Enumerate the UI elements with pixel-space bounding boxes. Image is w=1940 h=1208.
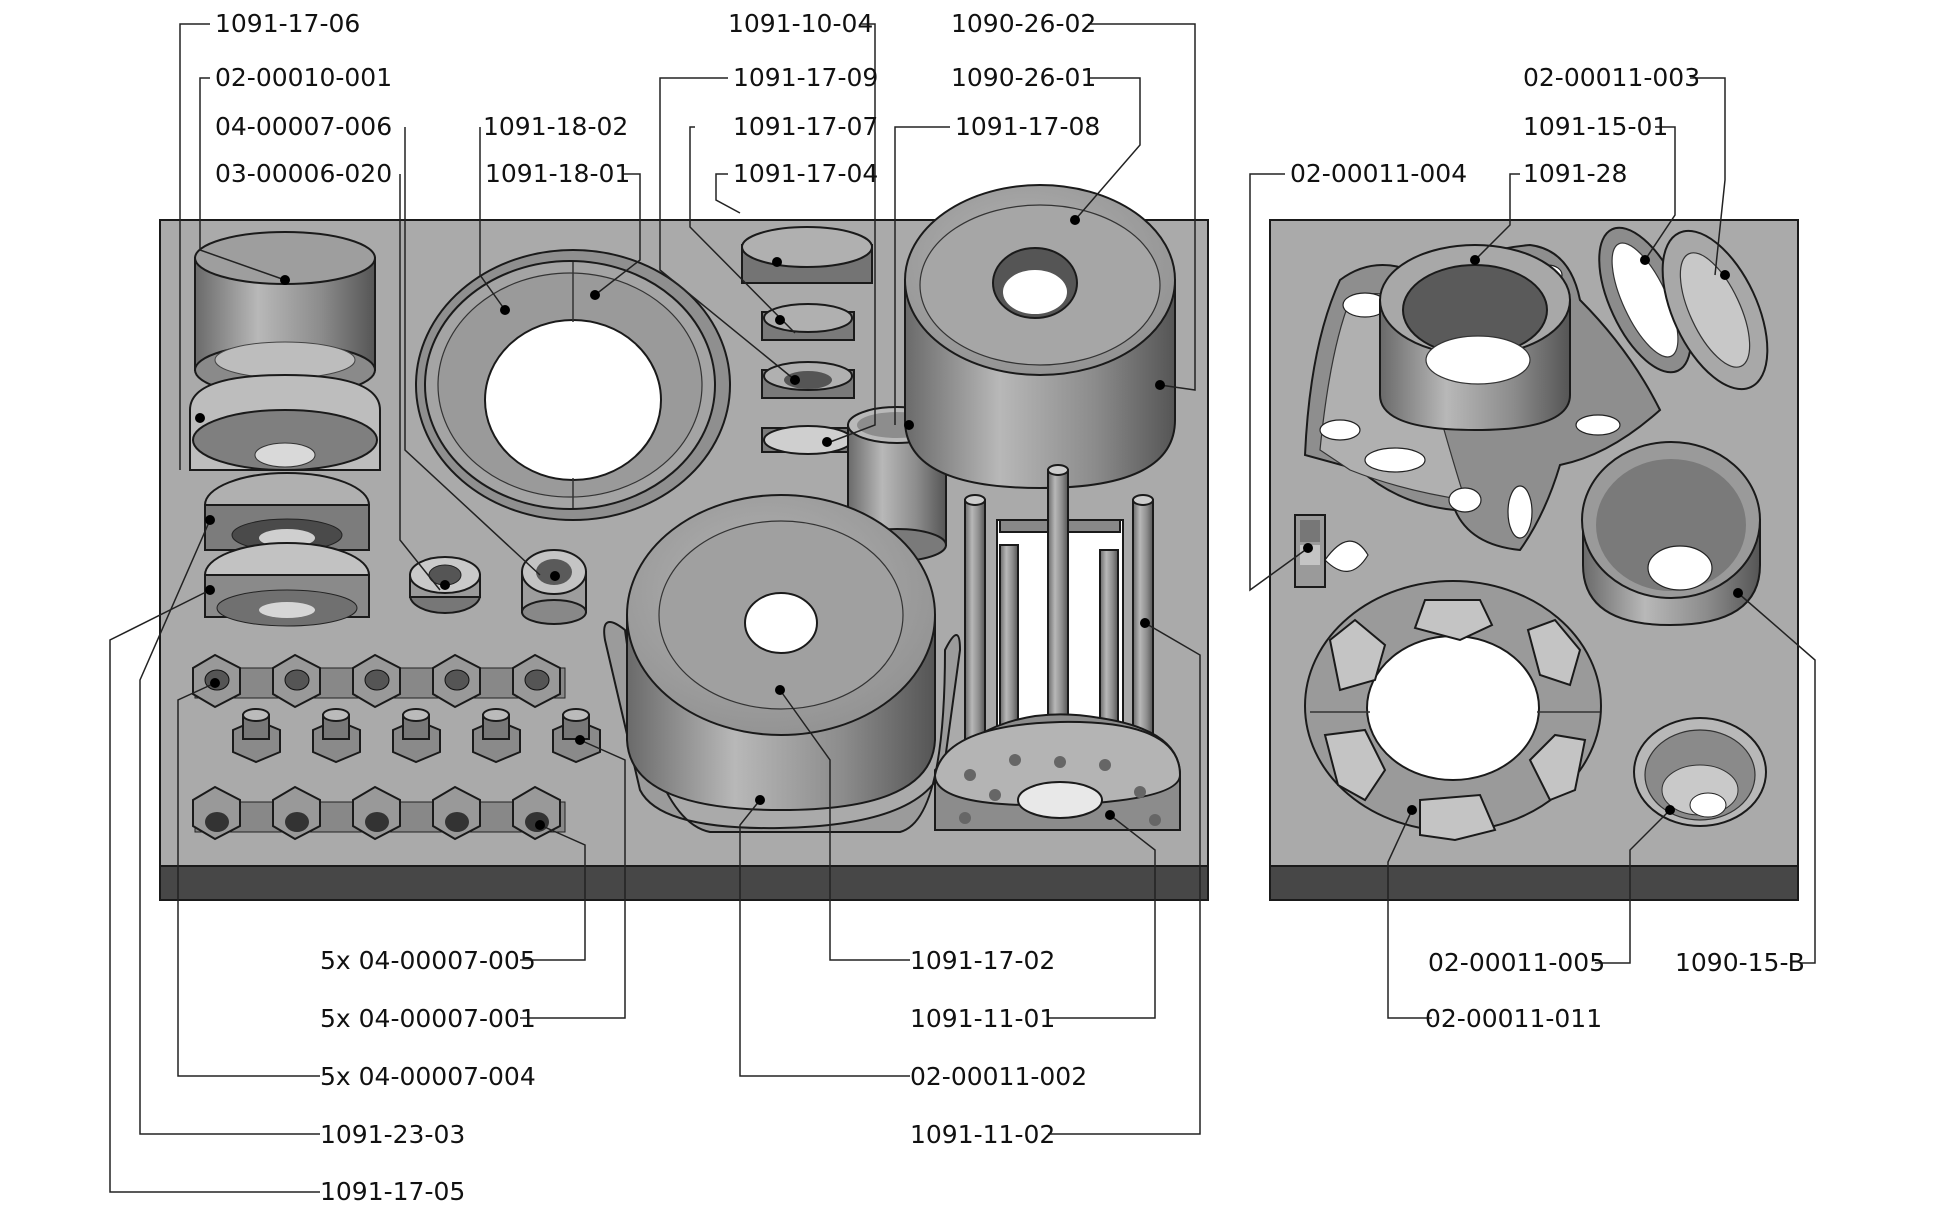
bushing-04-00007-006 [521,549,587,625]
label-5x-04-00007-001: 5x 04-00007-001 [320,1004,536,1033]
cup-1091-17-06 [194,231,376,397]
label-1091-28: 1091-28 [1523,159,1627,188]
disk-1091-17-05 [204,542,370,627]
label-1090-26-02: 1090-26-02 [951,9,1096,38]
label-1091-17-02: 1091-17-02 [910,946,1055,975]
pin-row [232,708,601,764]
ring-02-00011-003 [1661,229,1769,391]
label-1091-11-01: 1091-11-01 [910,1004,1055,1033]
label-1091-18-01: 1091-18-01 [485,159,630,188]
drum-1090-26 [904,184,1176,490]
cup-1090-15-B [1581,441,1761,627]
label-1091-18-02: 1091-18-02 [483,112,628,141]
label-02-00011-011: 02-00011-011 [1425,1004,1602,1033]
label-1091-10-04: 1091-10-04 [728,9,873,38]
disk-02-00010-001 [189,373,381,471]
disk-1091-23-03 [204,472,370,552]
label-1091-23-03: 1091-23-03 [320,1120,465,1149]
star-bracket-1091-28 [1303,243,1662,552]
label-04-00007-006: 04-00007-006 [215,112,392,141]
label-1091-11-02: 1091-11-02 [910,1120,1055,1149]
base-02-00011-002 [603,494,962,833]
washer-1091-17-04 [741,226,873,284]
leader-lines [109,23,1816,1193]
hex-row-bottom [192,785,566,841]
label-02-00011-004: 02-00011-004 [1290,159,1467,188]
label-1090-15-B: 1090-15-B [1675,948,1805,977]
label-02-00010-001: 02-00010-001 [215,63,392,92]
label-5x-04-00007-005: 5x 04-00007-005 [320,946,536,975]
label-02-00011-005: 02-00011-005 [1428,948,1605,977]
label-03-00006-020: 03-00006-020 [215,159,392,188]
bushing-03-00006-020 [409,556,481,614]
label-02-00011-002: 02-00011-002 [910,1062,1087,1091]
cup-02-00011-005 [1633,717,1767,827]
label-1091-15-01: 1091-15-01 [1523,112,1668,141]
label-1091-17-09: 1091-17-09 [733,63,878,92]
segment-ring-02-00011-011 [1304,580,1602,842]
label-1091-17-06: 1091-17-06 [215,9,360,38]
split-ring-1091-18 [415,249,731,521]
label-1091-17-05: 1091-17-05 [320,1177,465,1206]
label-02-00011-003: 02-00011-003 [1523,63,1700,92]
label-1091-17-08: 1091-17-08 [955,112,1100,141]
label-1090-26-01: 1090-26-01 [951,63,1096,92]
rod-cage-1091-11 [933,464,1182,831]
part-labels: 1091-17-06 02-00010-001 04-00007-006 03-… [215,9,1805,1206]
leader-dots [195,215,1743,830]
washer-stack-1091-17-07 [761,303,855,455]
label-1091-17-04: 1091-17-04 [733,159,878,188]
label-1091-17-07: 1091-17-07 [733,112,878,141]
label-5x-04-00007-004: 5x 04-00007-004 [320,1062,536,1091]
